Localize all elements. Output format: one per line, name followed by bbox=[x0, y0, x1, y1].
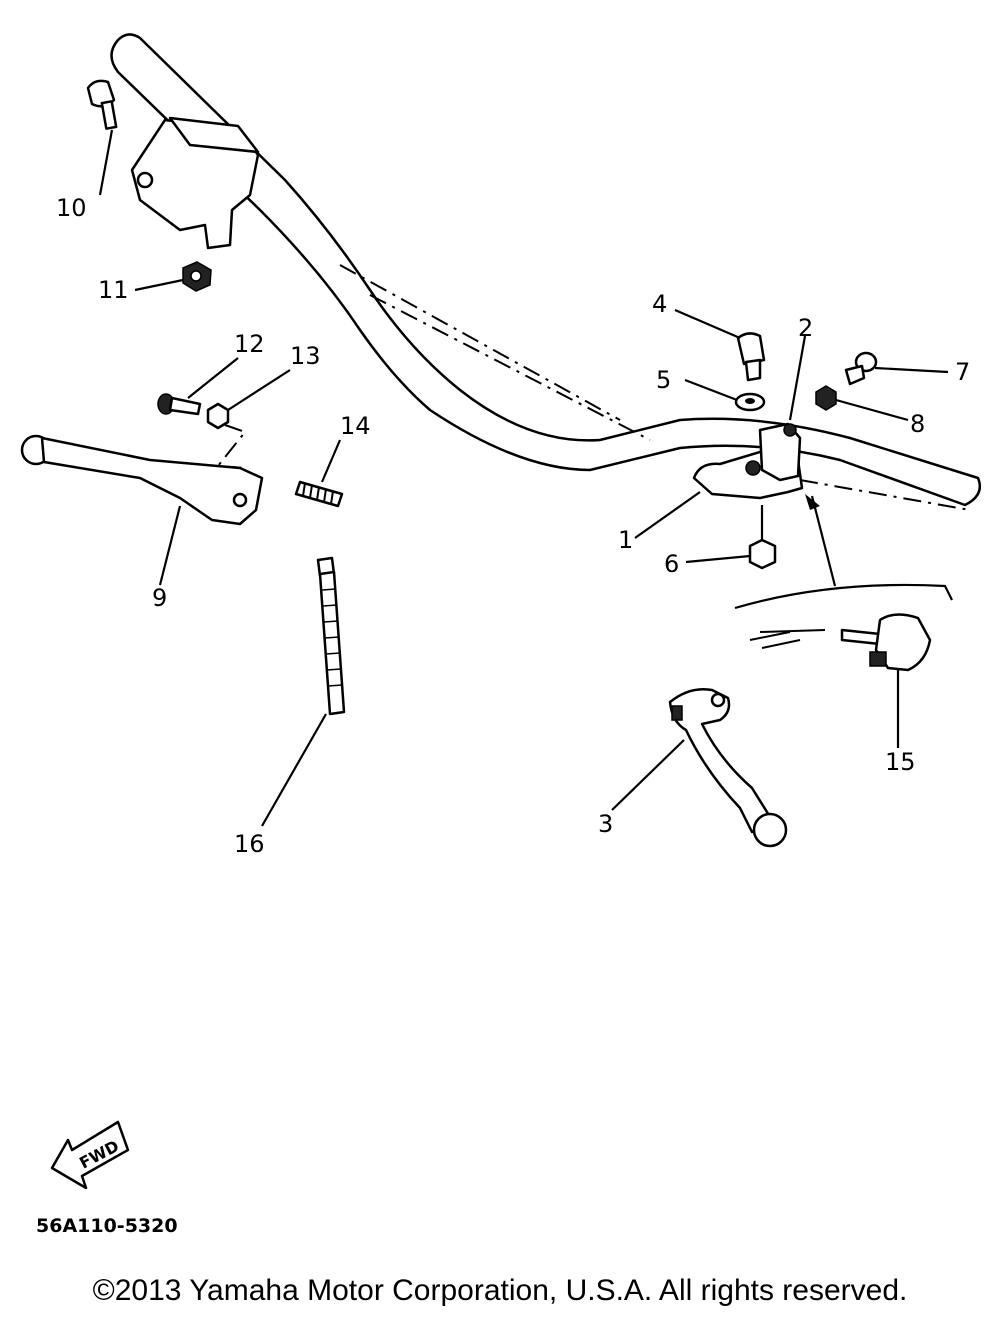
master-cylinder bbox=[130, 116, 260, 250]
callout-3: 3 bbox=[598, 810, 613, 838]
handlebar bbox=[110, 33, 982, 511]
callout-5: 5 bbox=[656, 366, 671, 394]
copyright-text: ©2013 Yamaha Motor Corporation, U.S.A. A… bbox=[92, 1274, 908, 1307]
part-11-nut bbox=[182, 261, 212, 292]
part-9-lever bbox=[20, 434, 264, 526]
part-13-nut bbox=[206, 402, 247, 469]
callout-13: 13 bbox=[290, 342, 321, 370]
callout-6: 6 bbox=[664, 550, 679, 578]
part-16-cable-tie bbox=[316, 556, 346, 716]
part-3-lever bbox=[668, 688, 788, 848]
part-4-bolt bbox=[736, 332, 766, 382]
callout-11: 11 bbox=[98, 276, 129, 304]
drawing-code: 56A110-5320 bbox=[36, 1215, 178, 1237]
callout-1: 1 bbox=[618, 526, 633, 554]
callout-10: 10 bbox=[56, 194, 87, 222]
callout-16: 16 bbox=[234, 830, 265, 858]
part-6-nut bbox=[748, 505, 777, 570]
part-8-nut bbox=[815, 385, 837, 411]
part-14-spring bbox=[294, 480, 344, 508]
callout-2: 2 bbox=[798, 314, 813, 342]
callout-14: 14 bbox=[340, 412, 371, 440]
part-10-bolt bbox=[86, 79, 118, 130]
part-12-bolt bbox=[157, 393, 202, 416]
callout-labels: 1 2 3 4 5 6 7 8 9 10 11 12 13 14 15 16 bbox=[56, 194, 970, 858]
callout-4: 4 bbox=[652, 290, 667, 318]
leader-lines bbox=[98, 129, 949, 827]
part-7-bolt bbox=[844, 351, 878, 386]
callout-8: 8 bbox=[910, 410, 925, 438]
callout-9: 9 bbox=[152, 584, 167, 612]
part-1-lever-holder bbox=[692, 422, 804, 500]
callout-15: 15 bbox=[885, 748, 916, 776]
callout-12: 12 bbox=[234, 330, 265, 358]
callout-7: 7 bbox=[955, 358, 970, 386]
part-15-switch bbox=[734, 494, 953, 672]
part-5-washer bbox=[734, 392, 766, 412]
fwd-arrow-icon: FWD bbox=[50, 1120, 130, 1190]
